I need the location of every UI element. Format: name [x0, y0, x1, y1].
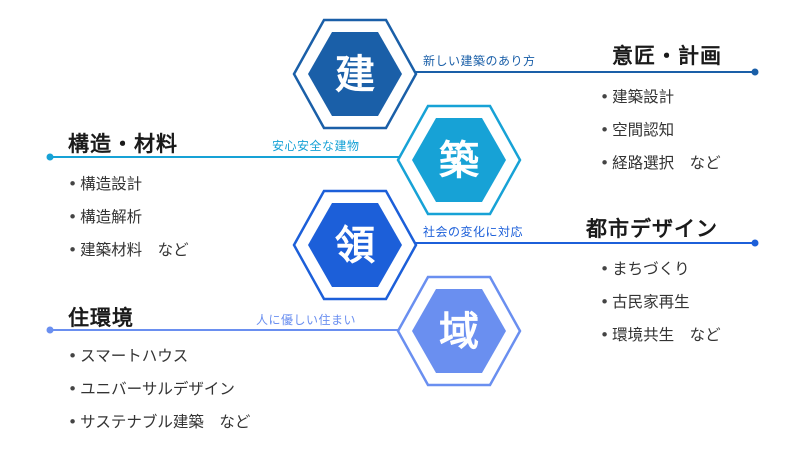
- hexagon-ryou-fill: [308, 203, 402, 287]
- list-item: •環境共生 など: [600, 323, 721, 345]
- bullet: •: [68, 208, 78, 226]
- hexagon-chiku-fill: [412, 118, 506, 202]
- list-item-label: 構造設計: [80, 175, 143, 193]
- hexagon-iki: 域: [396, 275, 522, 387]
- list-item-label: 建築設計: [612, 88, 675, 106]
- list-item-label: 構造解析: [80, 208, 143, 226]
- hexagon-ken: 建: [292, 18, 418, 130]
- bullet: •: [68, 413, 78, 431]
- connector-dot-structure: [46, 153, 54, 161]
- list-item-label: 空間認知: [612, 121, 675, 139]
- connector-dot-urban: [751, 239, 759, 247]
- bullet: •: [600, 154, 610, 172]
- bullet: •: [600, 260, 610, 278]
- section-title-design: 意匠・計画: [612, 44, 722, 68]
- bullet: •: [600, 293, 610, 311]
- list-item: •まちづくり: [600, 257, 690, 279]
- hexagon-iki-char: 域: [439, 309, 479, 355]
- hexagon-iki-fill: [412, 289, 506, 373]
- subtitle-design: 新しい建築のあり方: [423, 54, 536, 68]
- list-item: •構造設計: [68, 172, 142, 194]
- bullet: •: [68, 241, 78, 259]
- section-title-living: 住環境: [68, 306, 134, 330]
- hexagon-chiku: 築: [396, 104, 522, 216]
- list-item: •経路選択 など: [600, 151, 721, 173]
- list-item: •ユニバーサルデザイン: [68, 377, 235, 399]
- list-item-label: まちづくり: [612, 260, 690, 278]
- bullet: •: [68, 175, 78, 193]
- bullet: •: [600, 121, 610, 139]
- hexagon-chiku-char: 築: [439, 138, 480, 184]
- hexagon-ryou-char: 領: [335, 223, 375, 269]
- list-item: •古民家再生: [600, 290, 690, 312]
- section-title-urban: 都市デザイン: [586, 217, 718, 241]
- connector-dot-design: [751, 68, 759, 76]
- list-item-label: サステナブル建築 など: [80, 413, 251, 431]
- bullet: •: [68, 347, 78, 365]
- list-item: •スマートハウス: [68, 344, 188, 366]
- list-item: •空間認知: [600, 118, 674, 140]
- connector-dot-living: [46, 326, 54, 334]
- hexagon-ken-fill: [308, 32, 402, 116]
- list-item: •構造解析: [68, 205, 142, 227]
- hexagon-ken-char: 建: [335, 52, 375, 98]
- list-item: •サステナブル建築 など: [68, 410, 250, 432]
- list-item-label: ユニバーサルデザイン: [80, 380, 235, 398]
- list-item-label: スマートハウス: [80, 347, 189, 365]
- bullet: •: [68, 380, 78, 398]
- list-item-label: 経路選択 など: [612, 154, 721, 172]
- subtitle-structure: 安心安全な建物: [272, 139, 360, 153]
- list-item-label: 建築材料 など: [80, 241, 189, 259]
- bullet: •: [600, 88, 610, 106]
- subtitle-urban: 社会の変化に対応: [423, 225, 524, 239]
- hexagon-ryou: 領: [292, 189, 418, 301]
- list-item: •建築材料 など: [68, 238, 189, 260]
- subtitle-living: 人に優しい住まい: [256, 313, 357, 327]
- list-item: •建築設計: [600, 85, 674, 107]
- list-item-label: 古民家再生: [612, 293, 690, 311]
- bullet: •: [600, 326, 610, 344]
- list-item-label: 環境共生 など: [612, 326, 721, 344]
- section-title-structure: 構造・材料: [68, 132, 178, 156]
